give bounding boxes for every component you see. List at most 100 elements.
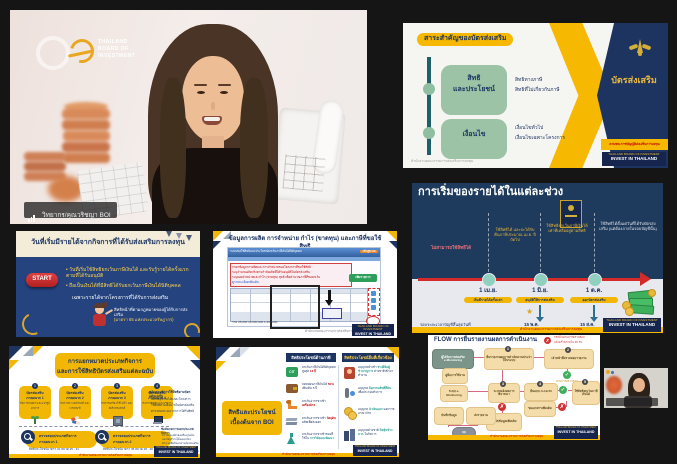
timeline-tag-3: ออกบัตรส่งเสริม (570, 297, 618, 304)
timeline-date-3: 1 ต.ค. (585, 288, 603, 294)
mini-button[interactable] (371, 291, 376, 296)
slide-promotion-card[interactable]: บัตรส่งเสริม ตามพระราชบัญญัติส่งเสริมการ… (403, 23, 668, 168)
alert-line-2: แจ้งแก้ไขภายใน 30 วัน (554, 340, 583, 344)
benefit-highlight: การวิจัยและพัฒนา (309, 435, 334, 440)
dashed-divider-3 (594, 213, 595, 277)
observation-2: แยกบัญชีรายได้แต่ละบัตร (162, 438, 191, 441)
flow-node-send: ส่งรายงาน (466, 407, 496, 425)
laptop-icon (153, 416, 163, 424)
flow-node-label: คู่มือการใช้งาน (445, 373, 465, 378)
mini-button[interactable] (371, 298, 376, 303)
video-tile-presenter[interactable]: THAILAND BOARD OF INVESTMENT (10, 10, 367, 224)
tax-benefit-4: ยกเว้นอากรขาเข้า วัตถุดิบ ผลิตเพื่อส่งออ… (302, 416, 336, 425)
flow-step-number: 4 (537, 381, 543, 387)
signal-bars-icon (608, 399, 614, 408)
benefit-highlight: 50% (327, 382, 334, 386)
mini-button[interactable] (371, 305, 376, 310)
column-divider (338, 365, 339, 449)
item-line-2: ภาคผนวก 3 (108, 396, 126, 400)
note-1: สิทธิหน้าที่ตามกฎหมายของผู้ได้รับการส่งเ… (114, 307, 188, 318)
note-line-2: ระบุจำนวนผลิตจริงตามกำลังผลิตที่ได้รับอน… (232, 270, 311, 274)
video-tile-cohost[interactable]: วิทยากร/คุณวริษา BOI (604, 368, 668, 408)
connector-line (502, 367, 503, 383)
slide-footer-note: สำนักงานคณะกรรมการส่งเสริมการลงทุน (411, 159, 474, 163)
other-benefit-2: อนุญาต ถือกรรมสิทธิ์ที่ดิน เพื่อประกอบกิ… (358, 386, 396, 395)
flow-step-number: 1 (505, 346, 511, 352)
conditions-bullet-1: เงื่อนไขทั่วไป (515, 125, 544, 131)
corner-decoration (190, 360, 200, 370)
flow-node-label: ยื่นแบบ ภ.ง.ด.50 (530, 389, 552, 394)
slide-report-flow[interactable]: FLOW การยื่นรายงานผลการดำเนินงาน ✗ กรณีไ… (428, 335, 600, 440)
pills-icon (70, 415, 81, 425)
benefits-bullet-2: สิทธิที่ไม่เกี่ยวกับภาษี (515, 87, 560, 93)
connector-line (502, 411, 503, 413)
rules-bullet-1: แยกบัญชีรายได้แต่ละโครงการ (151, 397, 191, 401)
buildings-icon (344, 429, 356, 441)
benefits-box-line2: และประโยชน์ (453, 86, 495, 93)
invest-in-thailand-badge: THAILAND BOARD OF INVESTMENT INVEST IN T… (353, 445, 397, 456)
flow-node-submit: 1 ยื่นรายงานผลการดำเนินงานประจำปีในระบบ (484, 346, 534, 370)
slide-title: การเริ่มของรายได้ในแต่ละช่วง (418, 186, 564, 198)
slide-boi-benefits[interactable]: สิทธิและประโยชน์ เบื้องต้นจาก BOI สิทธิป… (216, 347, 399, 457)
benefit-text: อนุญาต (358, 386, 369, 390)
flow-step-number: 5 (582, 379, 588, 385)
corner-decoration (9, 360, 19, 370)
item-line-2: ภาคผนวก 2 (66, 396, 84, 400)
rules-bullet-2: ใช้สิทธิตามเงื่อนไขในบัตรส่งเสริม (151, 403, 195, 407)
slide-bottom-strip (9, 454, 200, 458)
sub-date-2: 15 ส.ค. (580, 322, 595, 327)
presenter-brow-left (194, 84, 207, 86)
down-arrow-2 (593, 305, 595, 317)
benefit-highlight: ช่างฝีมือผู้ชำนาญการ (358, 365, 390, 373)
connector-line (530, 357, 544, 358)
check-pill-1-line1: ตรวจสอบประเภทกิจการ (39, 434, 77, 438)
magnifier-icon (21, 430, 35, 444)
slide-bottom-strip (428, 435, 600, 440)
add-row-button[interactable]: เพิ่มรายการ (349, 274, 377, 282)
down-arrow-1 (539, 305, 541, 317)
timeline-date-1: 1 เม.ย. (479, 288, 497, 294)
conditions-box: เงื่อนไข (441, 119, 507, 159)
slide-category-separation[interactable]: การแยกหมวดประเภทกิจการ และการใช้สิทธิบัต… (9, 346, 200, 458)
item-line-2: ภาคผนวก 4 (148, 396, 166, 400)
tax-benefit-3: ยกเว้นอากรขาเข้า เครื่องจักร (302, 399, 336, 408)
slide-revenue-timeline[interactable]: การเริ่มของรายได้ในแต่ละช่วง ไม่สามารถใช… (412, 183, 663, 333)
timeline-point-1 (482, 273, 496, 287)
benefit-highlight: 13 ปี (309, 368, 316, 373)
coins-icon (344, 407, 357, 420)
magnifier-icon (95, 430, 109, 444)
flow-node-label: ระบบแจ้งผลการพิจารณา (493, 388, 515, 396)
boi-logo-text-1: THAILAND (98, 39, 128, 45)
flow-end-label: จบ (462, 430, 466, 435)
flow-node-use-rights: 5 ใช้สิทธิยกเว้นภาษีเงินได้ (572, 379, 600, 405)
black-down-arrow-head (325, 300, 333, 306)
timeline-label-from-card: ใช้สิทธิได้ตั้งแต่วันที่ได้รับบัตรส่งเสร… (599, 221, 657, 231)
slide-production-data[interactable]: ข้อมูลการผลิต การจำหน่าย กำไร (ขาดทุน) แ… (213, 231, 397, 338)
item-sub: กิจการเครื่องใช้ไฟฟ้า และอิเล็กทรอนิกส์ (101, 401, 133, 410)
check-pill-2-line2: ภาคผนวก 2 (113, 440, 132, 444)
strip-text: สำนักงานคณะกรรมการส่งเสริมการลงทุน (282, 452, 336, 456)
slide-revenue-start-date[interactable]: วันที่เริ่มมีรายได้จากกิจการที่ได้รับส่ง… (16, 231, 200, 337)
tax-benefit-2: ลดหย่อนภาษีเงินได้ 50% เพิ่มเติม 5 ปี (302, 382, 336, 391)
timeline-date-2: 1 มิ.ย. (532, 288, 548, 294)
fiscal-year-label: รอบระยะเวลาบัญชีสิ้นสุดวันที่ (420, 322, 471, 327)
x-more-docs-icon: ✗ (558, 403, 566, 411)
note-2: (มาตรา 65 แห่งประมวลรัษฎากร) (114, 317, 174, 322)
benefit-highlight: วัตถุดิบ (326, 416, 336, 420)
benefit-highlight: ถือกรรมสิทธิ์ที่ดิน (368, 386, 392, 390)
benefit-text: ยกเว้นอากรขาเข้าของที่ใช้ใน (302, 432, 334, 440)
promotion-card-mini (560, 200, 582, 228)
benefit-text: อนุญาต (358, 407, 369, 411)
presenter-eye-left (197, 91, 205, 94)
participant-name-tag: วิทยากร/คุณวริษา BOI (606, 398, 658, 406)
connector-line (568, 390, 572, 391)
benefit-text: ยกเว้นภาษีเงินได้นิติบุคคล สูงสุด (302, 365, 336, 373)
sub-date-1: 15 พ.ค. (524, 322, 539, 327)
note-link[interactable]: ดูรายละเอียดเพิ่มเติม (232, 280, 259, 284)
start-button: START (26, 273, 58, 287)
check-pill-2: ตรวจสอบประเภทกิจการ ภาคผนวก 2 (99, 431, 171, 448)
bullet-1: • วันที่เริ่มใช้สิทธิยกเว้นภาษีเงินได้ แ… (66, 267, 189, 280)
dashed-divider-2 (540, 213, 541, 277)
item-line-1: บัตรส่งเสริม (148, 391, 166, 395)
tax-benefits-header: สิทธิประโยชน์ด้านภาษี (286, 353, 336, 362)
